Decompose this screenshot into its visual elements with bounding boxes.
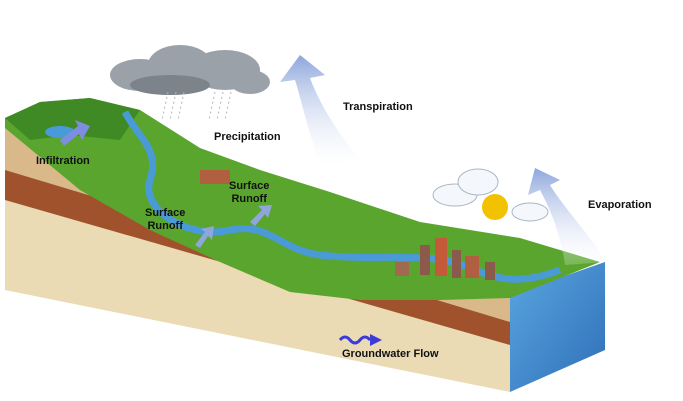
label-line: Surface — [229, 180, 270, 192]
sun-icon — [482, 194, 508, 220]
label-transpiration: Transpiration — [343, 101, 413, 113]
label-line: Surface — [145, 207, 186, 219]
ocean-block — [510, 262, 605, 392]
rain-cloud — [110, 45, 270, 95]
white-clouds — [432, 168, 549, 222]
runoff-arrow-1 — [250, 205, 272, 226]
label-line: Runoff — [231, 193, 267, 205]
hills — [5, 98, 140, 140]
label-surface-runoff-lower: Surface Runoff — [145, 207, 185, 233]
groundwater-arrow — [338, 335, 372, 345]
infiltration-arrow — [60, 120, 90, 146]
groundwater-arrowhead — [370, 334, 382, 346]
label-precipitation: Precipitation — [214, 131, 281, 143]
label-evaporation: Evaporation — [588, 199, 652, 211]
rain — [161, 91, 232, 121]
evaporation-arrow — [528, 168, 605, 265]
label-infiltration: Infiltration — [36, 155, 90, 167]
city — [200, 170, 495, 280]
transpiration-arrow — [280, 55, 360, 165]
land-surface — [5, 98, 600, 300]
label-surface-runoff-upper: Surface Runoff — [229, 180, 269, 206]
label-line: Runoff — [147, 220, 183, 232]
label-groundwater-flow: Groundwater Flow — [342, 348, 439, 360]
runoff-arrow-2 — [195, 226, 214, 248]
